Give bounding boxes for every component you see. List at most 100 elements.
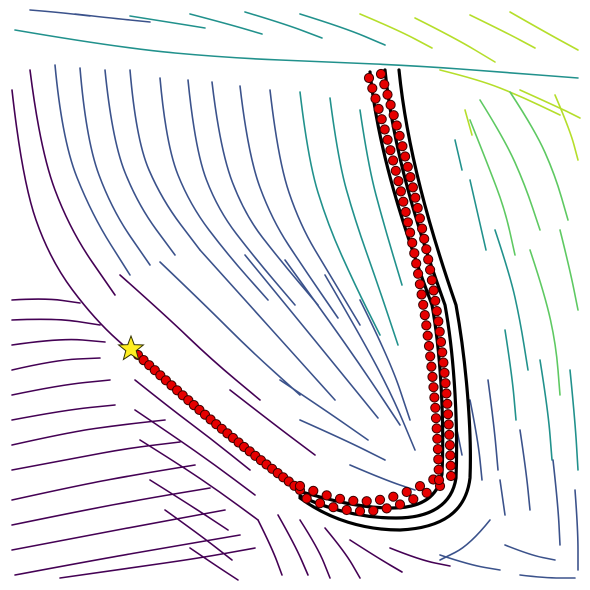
path-point <box>445 470 457 482</box>
valley-contour-outer <box>298 68 472 532</box>
streamline <box>439 554 501 571</box>
valley-contours <box>298 68 472 532</box>
streamline <box>277 514 309 576</box>
streamline <box>59 547 256 579</box>
path-point <box>432 444 443 455</box>
streamline <box>29 9 91 17</box>
streamline <box>299 91 381 336</box>
streamline <box>469 179 487 251</box>
path-point <box>375 68 387 80</box>
streamline <box>279 379 369 441</box>
streamline <box>244 254 379 419</box>
streamline <box>439 69 561 116</box>
path-point <box>393 176 404 187</box>
valley-contour-middle <box>298 68 459 520</box>
path-point <box>374 494 386 505</box>
path-point <box>400 151 411 162</box>
path-point <box>394 499 406 510</box>
streamline <box>229 389 316 456</box>
streamline <box>349 464 416 491</box>
streamline <box>11 89 141 361</box>
streamline <box>519 574 576 579</box>
streamline <box>11 419 166 446</box>
streamline <box>257 519 283 576</box>
streamline <box>439 519 491 561</box>
path-point <box>431 306 442 317</box>
streamline <box>149 479 229 531</box>
path-point <box>405 227 416 238</box>
valley-contour-inner <box>300 70 445 510</box>
path-point <box>410 192 421 203</box>
path-point <box>407 237 418 248</box>
path-point <box>376 114 387 125</box>
streamline <box>504 329 517 421</box>
path-point <box>381 503 392 514</box>
path-point <box>423 340 435 352</box>
streamline <box>11 318 101 326</box>
streamline <box>359 109 403 286</box>
path-point <box>437 347 448 358</box>
path-point <box>414 279 425 290</box>
path-point <box>429 392 440 403</box>
path-point <box>398 196 409 207</box>
path-point <box>443 419 454 430</box>
streamline <box>134 409 256 496</box>
streamline <box>569 369 579 471</box>
streamline <box>211 81 319 306</box>
path-point <box>426 275 437 286</box>
streamline <box>464 109 473 136</box>
path-point <box>409 248 420 259</box>
path-point <box>430 413 442 424</box>
path-point <box>328 502 339 513</box>
path-point <box>426 361 437 372</box>
path-point <box>373 103 384 115</box>
streamline <box>187 79 296 306</box>
streamline <box>79 67 151 266</box>
path-point <box>428 382 439 393</box>
streamline <box>29 69 116 296</box>
path-point <box>419 310 430 321</box>
path-point <box>397 141 408 152</box>
path-point <box>402 217 413 228</box>
path-point <box>427 371 438 382</box>
streamline <box>199 249 336 401</box>
path-point <box>440 378 451 389</box>
path-point <box>405 172 416 183</box>
path-point <box>301 493 312 504</box>
streamline <box>284 259 401 426</box>
streamline <box>11 298 81 304</box>
path-point <box>382 89 393 100</box>
streamline <box>189 13 263 35</box>
streamline <box>504 544 556 561</box>
streamline <box>159 261 301 396</box>
path-point <box>370 93 381 104</box>
streamline <box>389 547 451 567</box>
streamline <box>324 274 416 451</box>
streamline <box>14 29 579 79</box>
optimization-path <box>132 68 457 517</box>
streamline <box>11 404 116 421</box>
path-point <box>411 258 422 269</box>
path-point <box>442 398 453 409</box>
path-point <box>367 83 378 94</box>
path-point <box>388 491 399 502</box>
path-point <box>422 330 433 341</box>
streamline <box>11 338 106 346</box>
path-point <box>379 79 390 90</box>
streamline <box>11 441 181 471</box>
streamlines-layer <box>11 9 581 581</box>
streamline <box>14 534 241 576</box>
path-point <box>391 120 402 131</box>
streamline <box>129 15 206 29</box>
path-point <box>334 493 346 504</box>
path-point <box>439 367 450 378</box>
path-point <box>434 326 445 337</box>
path-point <box>388 110 399 121</box>
streamline <box>299 419 386 461</box>
path-point <box>432 433 443 444</box>
path-point <box>444 429 455 440</box>
streamline <box>139 439 259 521</box>
streamline <box>499 479 506 516</box>
streamline <box>414 17 496 63</box>
